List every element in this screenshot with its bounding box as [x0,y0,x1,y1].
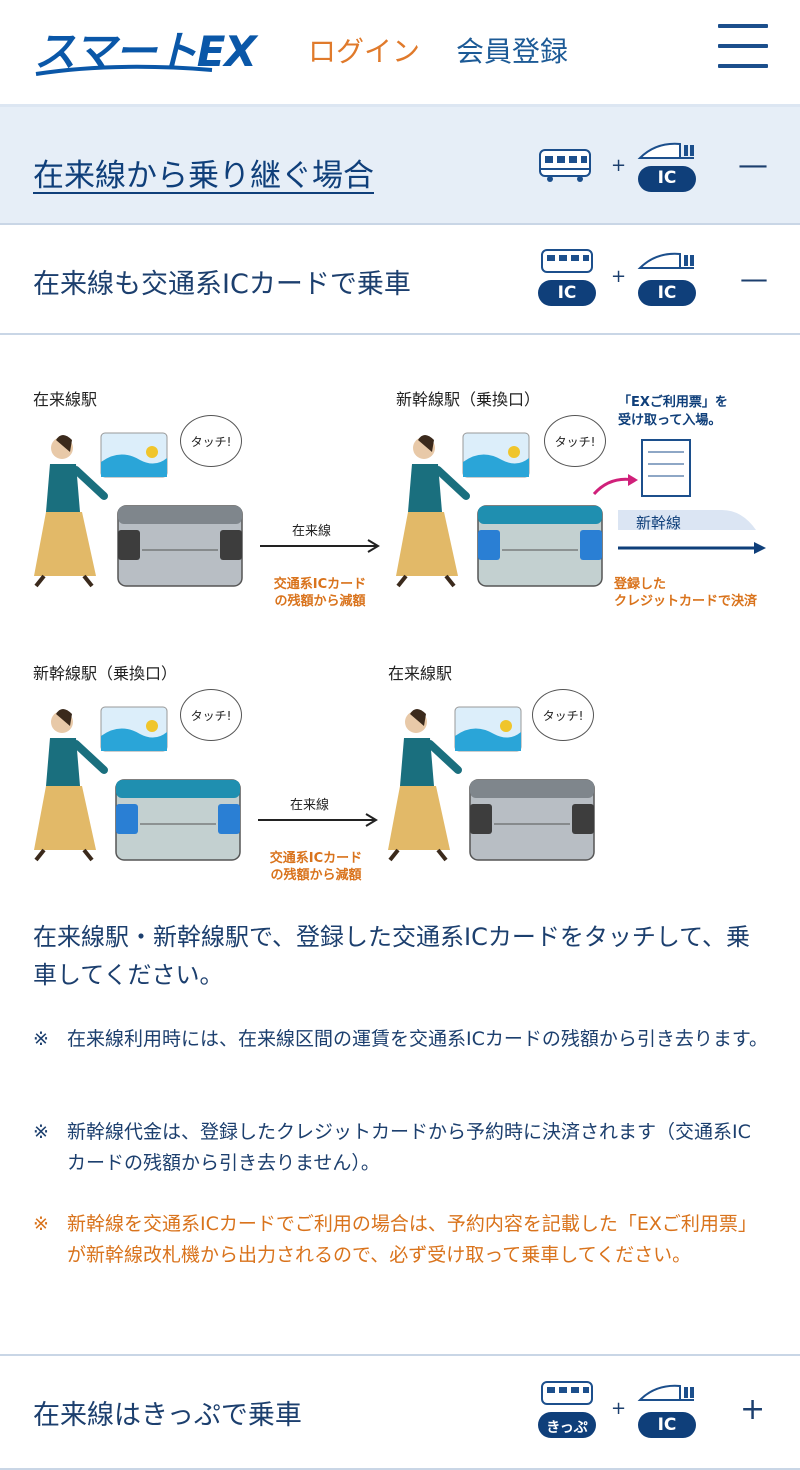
direction-arrow [260,539,380,553]
shinkansen-ic-icon [637,252,696,306]
ic-card-illustration [462,432,530,478]
ic-badge: IC [657,283,677,303]
passenger-illustration [388,709,462,862]
plus-sign: + [611,266,627,287]
conventional-train-icon [539,149,591,182]
station-label: 在来線駅 [388,664,453,683]
deduct-label: 交通系ICカードの残額から減額 [269,851,363,883]
ticket-gate-shinkansen [115,779,241,861]
collapse-icon[interactable]: — [738,148,768,183]
line-label: 在来線 [292,524,332,539]
touch-speech-bubble: タッチ! [180,689,242,741]
shinkansen-ic-icon [637,1384,696,1438]
note-item: ※新幹線代金は、登録したクレジットカードから予約時に決済されます（交通系ICカー… [33,1121,751,1174]
shinkansen-label: 新幹線 [636,514,682,532]
register-link[interactable]: 会員登録 [456,35,569,68]
note-item: ※在来線利用時には、在来線区間の運賃を交通系ICカードの残額から引き去ります。 [33,1028,768,1050]
shinkansen-ic-icon [637,142,696,192]
collapse-icon[interactable]: — [740,262,768,295]
ticket-gate-conventional [117,505,243,587]
ic-card-illustration [100,706,168,752]
section-title-ic-card[interactable]: 在来線も交通系ICカードで乗車 [33,269,411,300]
lead-text: 在来線駅・新幹線駅で、登録した交通系ICカードをタッチして、乗車してください。 [33,923,750,989]
station-label: 新幹線駅（乗換口） [33,664,178,683]
deduct-label: 交通系ICカードの残額から減額 [273,577,367,609]
direction-arrow [258,813,378,827]
plus-sign: + [611,155,627,176]
login-link[interactable]: ログイン [308,35,421,68]
receipt-note: 「EXご利用票」を受け取って入場。 [618,395,728,428]
passenger-illustration [34,435,108,588]
hamburger-menu-icon[interactable] [718,20,768,72]
logo-swoosh-icon [35,64,213,76]
ic-card-illustration [454,706,522,752]
station-label: 新幹線駅（乗換口） [396,390,541,409]
conventional-train-ticket-icon [538,1381,596,1438]
station-label: 在来線駅 [33,390,98,409]
site-header [0,0,800,107]
section-title-ticket[interactable]: 在来線はきっぷで乗車 [33,1400,302,1431]
conventional-train-ic-icon [538,249,596,306]
passenger-illustration [34,709,108,862]
ic-badge: IC [557,283,577,303]
ticket-gate-conventional [469,779,595,861]
line-label: 在来線 [290,798,330,813]
touch-speech-bubble: タッチ! [544,415,606,467]
ex-usage-slip-illustration [592,439,691,497]
ic-badge: IC [657,1415,677,1435]
settle-label: 登録したクレジットカードで決済 [614,577,758,609]
section-title-transfer[interactable]: 在来線から乗り継ぐ場合 [33,158,374,194]
touch-speech-bubble: タッチ! [532,689,594,741]
ic-card-illustration [100,432,168,478]
passenger-illustration [396,435,470,588]
expand-icon[interactable]: + [740,1392,766,1427]
touch-speech-bubble: タッチ! [180,415,242,467]
ic-badge: IC [657,168,677,188]
note-item-warning: ※新幹線を交通系ICカードでご利用の場合は、予約内容を記載した「EXご利用票」が… [33,1213,757,1266]
shinkansen-arrow [618,510,766,554]
ticket-badge: きっぷ [546,1420,588,1436]
plus-sign: + [611,1398,627,1419]
ticket-gate-shinkansen [477,505,603,587]
